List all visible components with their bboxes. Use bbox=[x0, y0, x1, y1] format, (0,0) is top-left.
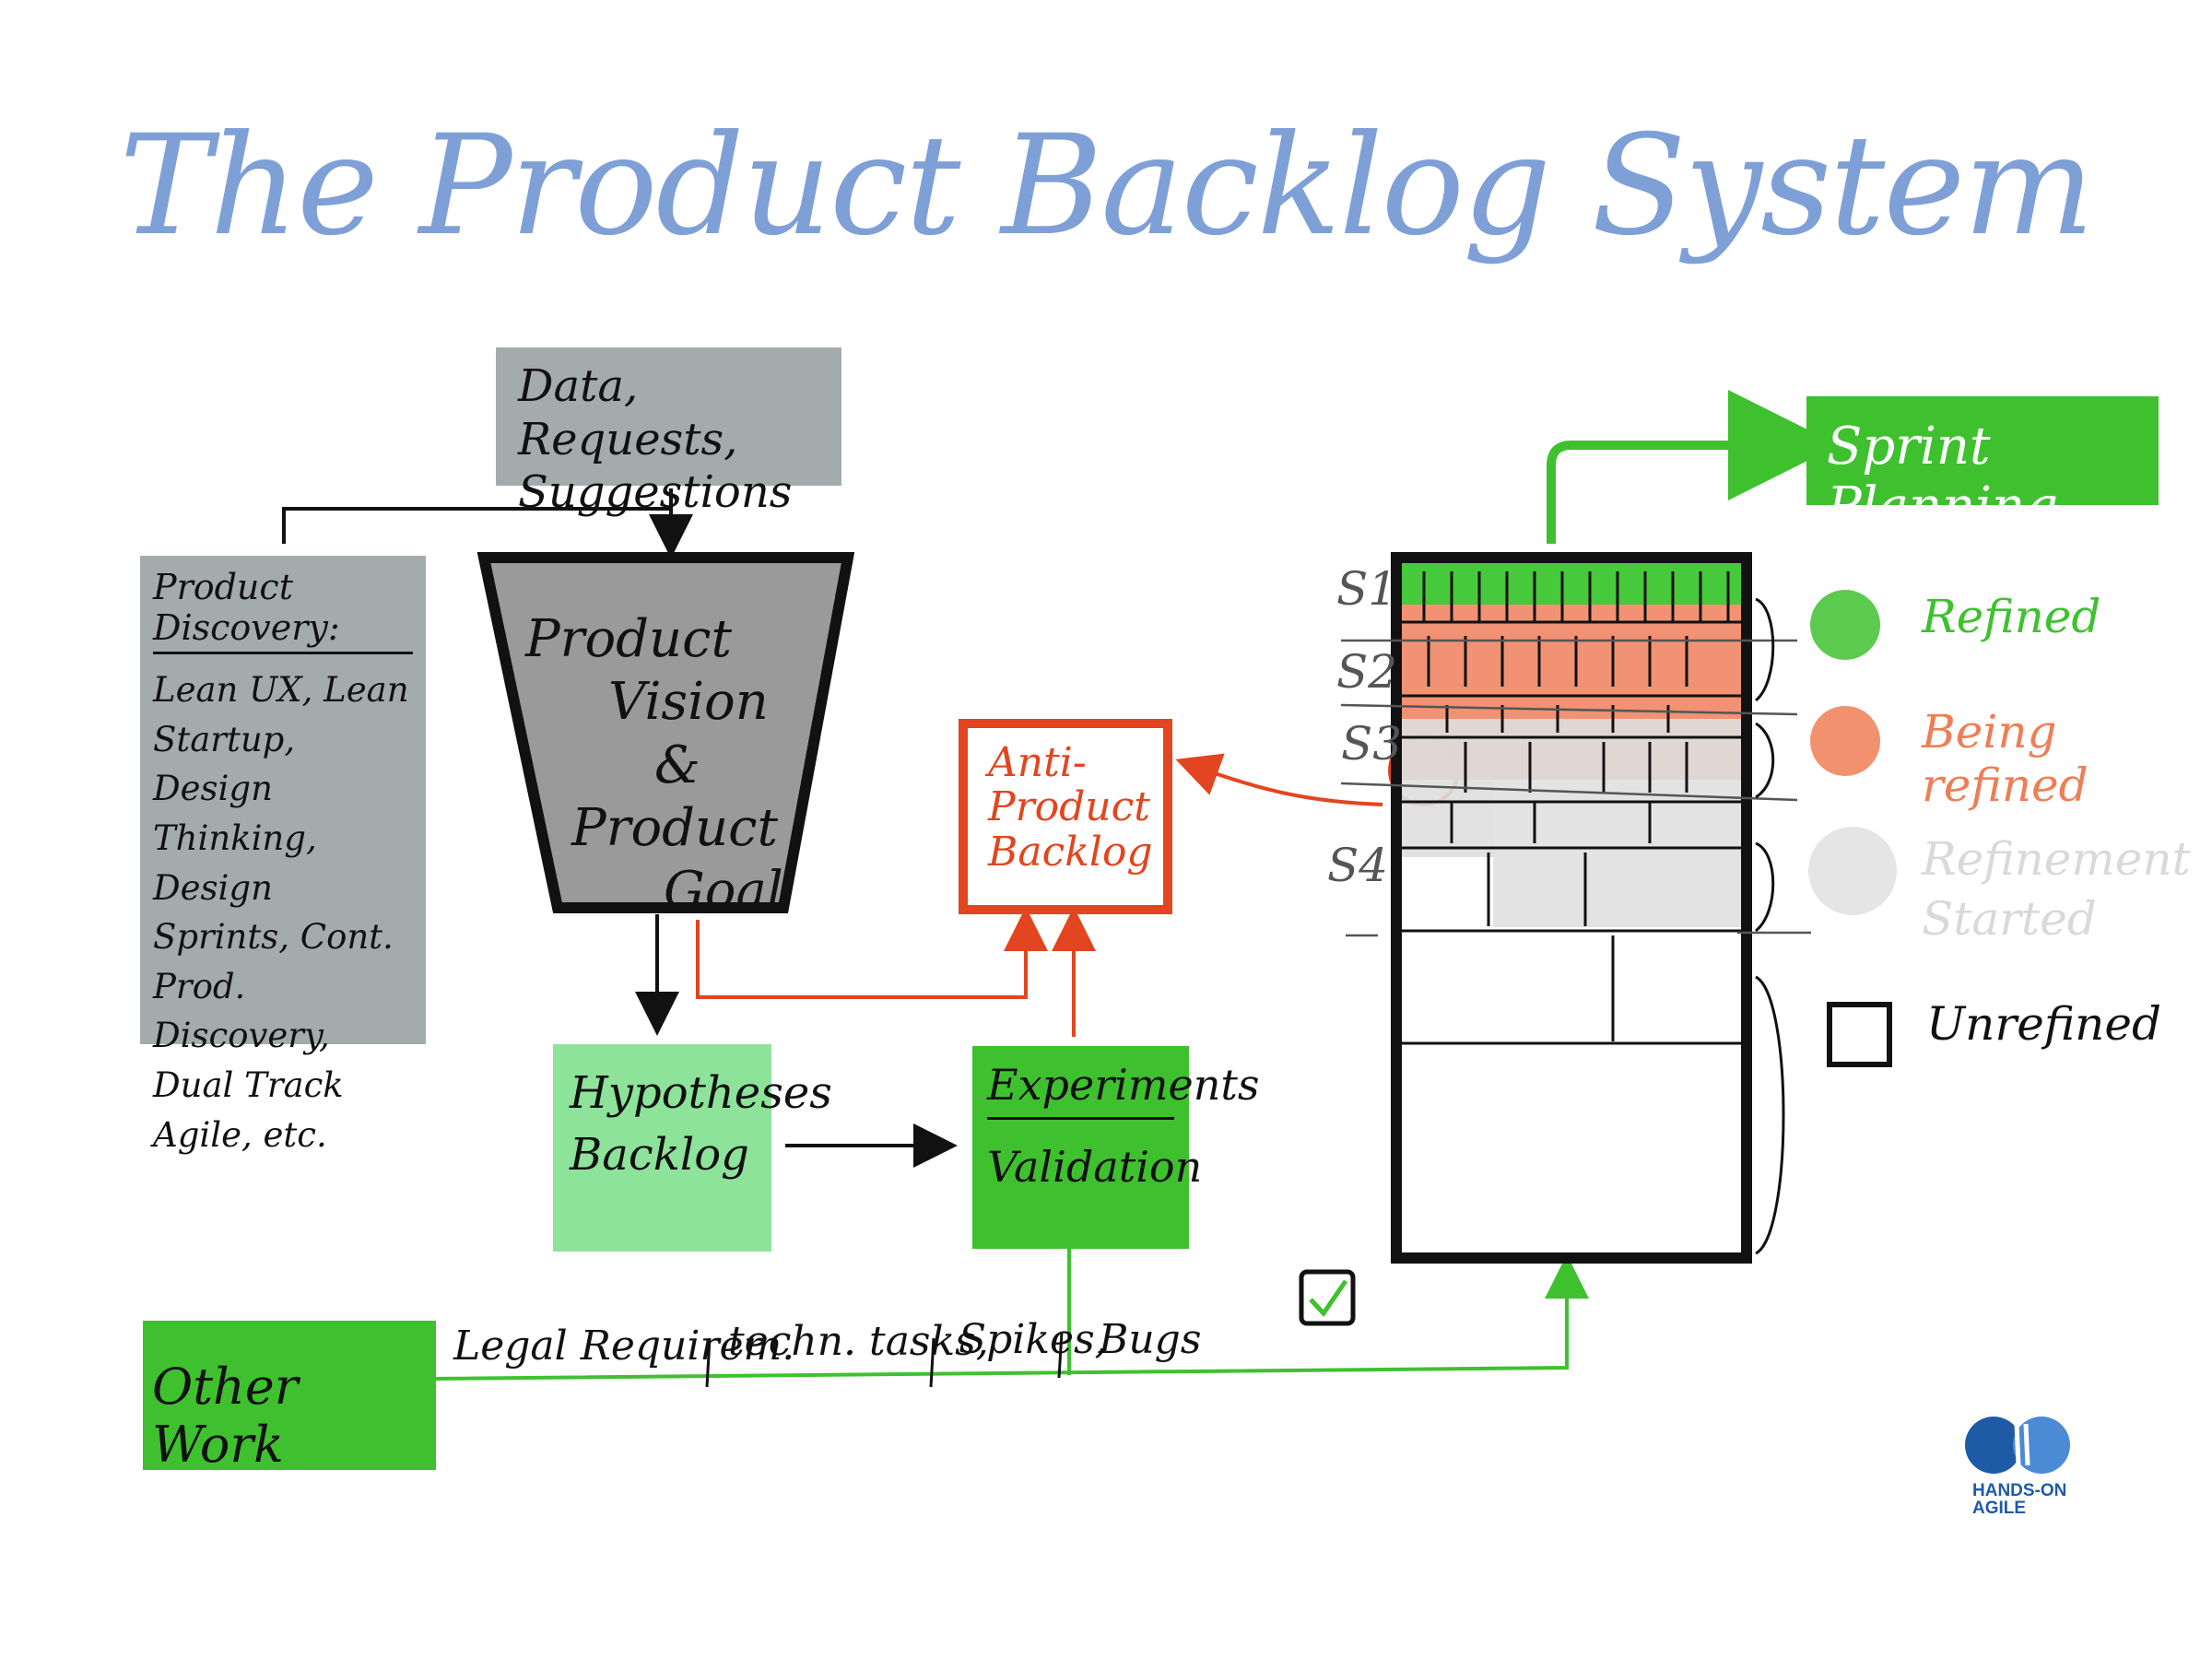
anti-backlog-line: Product bbox=[988, 783, 1150, 831]
funnel-line: & bbox=[654, 735, 700, 795]
experiments-validation-box: Experiments Validation bbox=[972, 1046, 1259, 1249]
line-other-work bbox=[430, 1254, 1589, 1381]
product-discovery-line: Agile, etc. bbox=[153, 1114, 327, 1155]
logo-line: HANDS-ON bbox=[1972, 1481, 2067, 1500]
hypotheses-line: Hypotheses bbox=[570, 1067, 832, 1119]
anti-backlog-line: Backlog bbox=[988, 828, 1153, 876]
sprint-brackets bbox=[1754, 597, 1785, 1255]
diagram-title: The Product Backlog System bbox=[119, 106, 2095, 266]
sprint-marker: S2 bbox=[1336, 645, 1398, 699]
product-discovery-line: Dual Track bbox=[153, 1065, 344, 1106]
funnel-line: Vision bbox=[608, 672, 769, 733]
legend-being-refined-swatch bbox=[1810, 706, 1880, 776]
legend-unrefined-swatch bbox=[1827, 1002, 1892, 1067]
legend-refined-swatch bbox=[1810, 590, 1880, 660]
other-work-item: techn. tasks, bbox=[728, 1318, 989, 1365]
sprint-divider-lines bbox=[1340, 639, 1811, 937]
arrow-funnel-to-anti-backlog bbox=[696, 907, 1048, 999]
logo-text: HANDS-ON AGILE bbox=[1972, 1482, 2066, 1517]
legend-refinement-started-label: Refinement Started bbox=[1922, 832, 2191, 946]
inputs-box-text: Data, Requests, Suggestions bbox=[518, 360, 793, 519]
other-work-item: Legal Requirem. bbox=[453, 1323, 795, 1370]
product-discovery-line: Startup, Design bbox=[153, 719, 296, 809]
other-work-item: Bugs bbox=[1099, 1316, 1202, 1363]
experiments-label: Experiments bbox=[987, 1060, 1259, 1120]
funnel-text: Product Vision & Product Goal bbox=[525, 608, 783, 923]
funnel-line: Product bbox=[525, 609, 732, 669]
sprint-marker: S3 bbox=[1341, 717, 1403, 770]
sprint-planning-label: Sprint Planning bbox=[1827, 417, 2058, 536]
anti-product-backlog-box: Anti- Product Backlog bbox=[959, 719, 1172, 914]
product-discovery-line: Thinking, Design bbox=[153, 817, 317, 908]
product-discovery-heading: Product Discovery: bbox=[153, 567, 413, 654]
legend-being-refined-label: Being refined bbox=[1922, 705, 2088, 812]
line-discovery-to-funnel bbox=[282, 507, 671, 544]
other-work-label: Other Work bbox=[152, 1358, 299, 1474]
legend-refinement-started-swatch bbox=[1808, 827, 1897, 915]
validation-label: Validation bbox=[987, 1142, 1203, 1192]
product-discovery-box: Product Discovery: Lean UX, Lean Startup… bbox=[140, 556, 426, 1155]
product-discovery-line: Sprints, Cont. bbox=[153, 917, 394, 958]
anti-backlog-line: Anti- bbox=[988, 739, 1087, 786]
funnel-line: Goal bbox=[664, 861, 783, 922]
arrow-backlog-to-anti-backlog bbox=[1175, 753, 1383, 806]
inputs-box: Data, Requests, Suggestions bbox=[496, 347, 841, 518]
logo-mark bbox=[1965, 1417, 2022, 1474]
product-discovery-line: Lean UX, Lean bbox=[153, 670, 409, 710]
checkbox-icon bbox=[1299, 1269, 1356, 1326]
sprint-marker: S1 bbox=[1336, 562, 1398, 616]
hypotheses-backlog-box: Hypotheses Backlog bbox=[553, 1044, 832, 1252]
legend-refined-label: Refined bbox=[1922, 590, 2101, 643]
funnel-shape bbox=[477, 552, 855, 913]
legend-unrefined-label: Unrefined bbox=[1926, 997, 2161, 1051]
logo-line: AGILE bbox=[1972, 1499, 2027, 1518]
product-backlog-column bbox=[1391, 552, 1752, 1264]
other-work-box: Other Work bbox=[143, 1321, 436, 1474]
sprint-planning-box: Sprint Planning bbox=[1806, 396, 2159, 536]
sprint-marker: S4 bbox=[1327, 839, 1389, 892]
funnel-line: Product bbox=[571, 797, 778, 858]
tick-separators bbox=[705, 1331, 1064, 1388]
product-discovery-line: Prod. Discovery, bbox=[153, 966, 330, 1056]
hypotheses-line: Backlog bbox=[570, 1129, 749, 1182]
other-work-item: Spikes, bbox=[959, 1316, 1108, 1363]
arrow-backlog-to-sprint-planning bbox=[1547, 390, 1839, 544]
